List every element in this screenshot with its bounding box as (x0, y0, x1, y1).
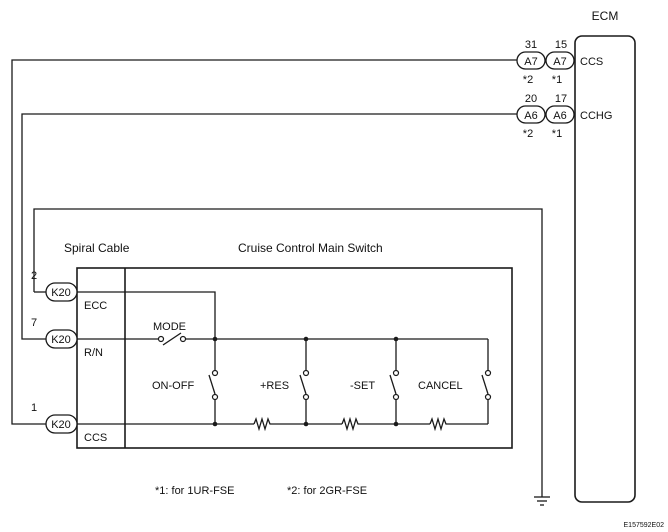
note-2: *2: for 2GR-FSE (287, 485, 367, 497)
switch-label-set: -SET (350, 380, 375, 392)
set-switch-icon (389, 339, 400, 424)
wire-ccs (11, 59, 517, 425)
connector-pill (545, 105, 575, 124)
pin-number: 20 (525, 93, 537, 105)
k20-pin-ecc: 2 K20 ECC (31, 270, 107, 312)
note-1: *1: for 1UR-FSE (155, 485, 234, 497)
mode-switch-icon (157, 332, 187, 346)
junction-dot (393, 336, 399, 342)
connector-code: K20 (51, 419, 71, 431)
ground-icon (534, 496, 550, 506)
terminal-label: CCS (84, 432, 107, 444)
k20-pin-rn: 7 K20 R/N (31, 317, 103, 359)
on-off-switch-icon (208, 339, 219, 424)
variant-note: *2 (523, 74, 533, 86)
resistor-icon (253, 416, 272, 432)
cancel-switch-icon (481, 339, 492, 424)
connector-code: K20 (51, 334, 71, 346)
spiral-cable-label: Spiral Cable (64, 241, 130, 255)
junction-dot (303, 336, 309, 342)
terminal-label: CCS (580, 56, 603, 68)
pin-number: 7 (31, 317, 37, 329)
pin-number: 2 (31, 270, 37, 282)
connector-code: A7 (524, 56, 537, 68)
ecm-connector-ccs: 31 15 A7 A7 *2 *1 CCS (516, 39, 603, 86)
pin-number: 1 (31, 402, 37, 414)
ecm-connector-cchg: 20 17 A6 A6 *2 *1 CCHG (516, 93, 612, 140)
variant-note: *1 (552, 128, 562, 140)
connector-code: K20 (51, 287, 71, 299)
res-switch-icon (299, 339, 310, 424)
connector-pill (545, 51, 575, 70)
terminal-label: R/N (84, 347, 103, 359)
ecm-label: ECM (592, 9, 619, 23)
main-switch-box (76, 267, 513, 449)
main-switch-label: Cruise Control Main Switch (238, 241, 383, 255)
junction-dot (393, 421, 399, 427)
connector-code: A7 (553, 56, 566, 68)
switch-label-on-off: ON-OFF (152, 380, 194, 392)
wire-ecc-ground (33, 208, 543, 497)
pin-number: 15 (555, 39, 567, 51)
resistor-icon (341, 416, 360, 432)
switch-label-res: +RES (260, 380, 289, 392)
pin-number: 31 (525, 39, 537, 51)
terminal-label: ECC (84, 300, 107, 312)
ecm-block (574, 35, 636, 503)
k20-pin-ccs: 1 K20 CCS (31, 402, 107, 444)
variant-note: *1 (552, 74, 562, 86)
junction-dot (303, 421, 309, 427)
connector-code: A6 (524, 110, 537, 122)
terminal-label: CCHG (580, 110, 612, 122)
wire-ecc-internal (77, 291, 216, 339)
wire-cchg (21, 113, 517, 340)
connector-code: A6 (553, 110, 566, 122)
junction-dot (212, 336, 218, 342)
switch-label-cancel: CANCEL (418, 380, 463, 392)
pin-number: 17 (555, 93, 567, 105)
switch-label-mode: MODE (153, 321, 186, 333)
junction-dot (212, 421, 218, 427)
figure-code: E157592E02 (624, 522, 665, 529)
resistor-icon (429, 416, 448, 432)
variant-note: *2 (523, 128, 533, 140)
